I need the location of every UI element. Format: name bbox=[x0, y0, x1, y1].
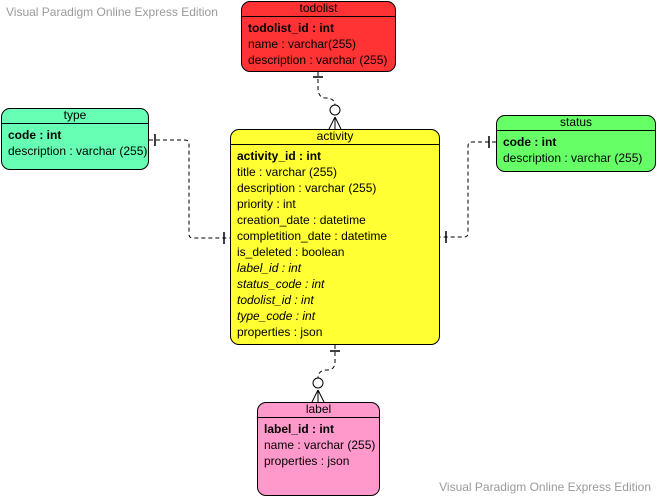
entity-activity-field: todolist_id : int bbox=[237, 293, 314, 307]
entity-type-title: type bbox=[2, 109, 148, 124]
entity-activity-field: label_id : int bbox=[237, 261, 302, 275]
zero-marker-activity-top bbox=[329, 104, 341, 116]
entity-activity-field: priority : int bbox=[237, 197, 296, 211]
relationship-status-activity[interactable] bbox=[440, 136, 496, 243]
entity-label-fields: label_id : int name : varchar (255) proper… bbox=[258, 418, 379, 469]
entity-activity-field: completition_date : datetime bbox=[237, 229, 388, 243]
entity-todolist-title: todolist bbox=[242, 2, 395, 17]
entity-status[interactable]: status code : int description : varchar (… bbox=[496, 115, 656, 172]
entity-status-field: description : varchar (255) bbox=[503, 151, 643, 165]
entity-type-field: code : int bbox=[8, 128, 62, 142]
watermark-bottom: Visual Paradigm Online Express Edition bbox=[439, 480, 651, 494]
relationship-type-activity[interactable] bbox=[149, 134, 230, 244]
relationship-activity-label[interactable] bbox=[311, 345, 340, 403]
entity-status-title: status bbox=[497, 116, 655, 131]
entity-activity-field: is_deleted : boolean bbox=[237, 245, 345, 259]
entity-type-fields: code : int description : varchar (255) bbox=[2, 124, 148, 159]
entity-todolist-fields: todolist_id : int name : varchar(255) desc… bbox=[242, 17, 395, 68]
entity-label-title: label bbox=[258, 403, 379, 418]
entity-type-field: description : varchar (255) bbox=[8, 144, 148, 158]
zero-marker-label bbox=[312, 377, 324, 389]
entity-activity-field: type_code : int bbox=[237, 309, 316, 323]
entity-activity-field: creation_date : datetime bbox=[237, 213, 366, 227]
entity-label-field: name : varchar (255) bbox=[264, 438, 376, 452]
entity-activity-field: status_code : int bbox=[237, 277, 325, 291]
entity-status-fields: code : int description : varchar (255) bbox=[497, 131, 655, 166]
entity-activity-title: activity bbox=[231, 130, 439, 145]
entity-status-field: code : int bbox=[503, 135, 557, 149]
relationship-todolist-activity[interactable] bbox=[313, 72, 342, 130]
entity-todolist-field: description : varchar (255) bbox=[248, 53, 388, 67]
entity-label[interactable]: label label_id : int name : varchar (255)… bbox=[257, 402, 380, 496]
entity-activity-field: activity_id : int bbox=[237, 149, 322, 163]
entity-activity-field: properties : json bbox=[237, 325, 323, 339]
entity-todolist[interactable]: todolist todolist_id : int name : varchar… bbox=[241, 1, 396, 72]
entity-activity-field: description : varchar (255) bbox=[237, 181, 377, 195]
entity-label-field: properties : json bbox=[264, 454, 350, 468]
entity-todolist-field: todolist_id : int bbox=[248, 21, 334, 35]
entity-activity-field: title : varchar (255) bbox=[237, 165, 338, 179]
entity-todolist-field: name : varchar(255) bbox=[248, 37, 357, 51]
entity-label-field: label_id : int bbox=[264, 422, 335, 436]
entity-activity-fields: activity_id : int title : varchar (255) de… bbox=[231, 145, 439, 340]
many-marker-label bbox=[311, 389, 325, 403]
entity-activity[interactable]: activity activity_id : int title : varcha… bbox=[230, 129, 440, 345]
watermark-top: Visual Paradigm Online Express Edition bbox=[6, 5, 218, 19]
many-marker-activity-top bbox=[328, 116, 342, 130]
entity-type[interactable]: type code : int description : varchar (25… bbox=[1, 108, 149, 170]
